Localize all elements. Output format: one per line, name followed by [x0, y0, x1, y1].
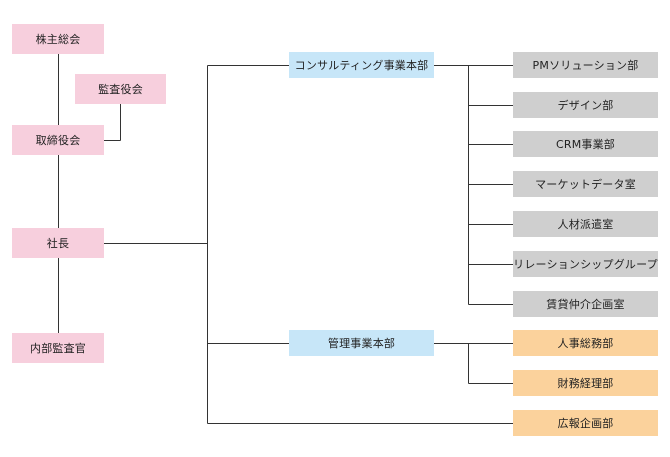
crm-dept-box: CRM事業部 [513, 131, 658, 157]
pm-solution-dept-box: PMソリューション部 [513, 52, 658, 78]
rental-brokerage-office-box: 賃貸仲介企画室 [513, 291, 658, 317]
relationship-group-box: リレーションシップグループ [513, 251, 658, 277]
pr-planning-dept-box: 広報企画部 [513, 410, 658, 436]
design-dept-box: デザイン部 [513, 92, 658, 118]
board-of-auditors-box: 監査役会 [75, 74, 166, 104]
internal-auditor-box: 内部監査官 [12, 333, 104, 363]
staffing-office-box: 人材派遣室 [513, 211, 658, 237]
president-box: 社長 [12, 228, 104, 258]
finance-accounting-dept-box: 財務経理部 [513, 370, 658, 396]
hr-general-affairs-dept-box: 人事総務部 [513, 330, 658, 356]
shareholders-meeting-box: 株主総会 [12, 24, 104, 54]
consulting-division-box: コンサルティング事業本部 [289, 52, 434, 78]
admin-division-box: 管理事業本部 [289, 330, 434, 356]
market-data-office-box: マーケットデータ室 [513, 171, 658, 197]
board-of-directors-box: 取締役会 [12, 125, 104, 155]
